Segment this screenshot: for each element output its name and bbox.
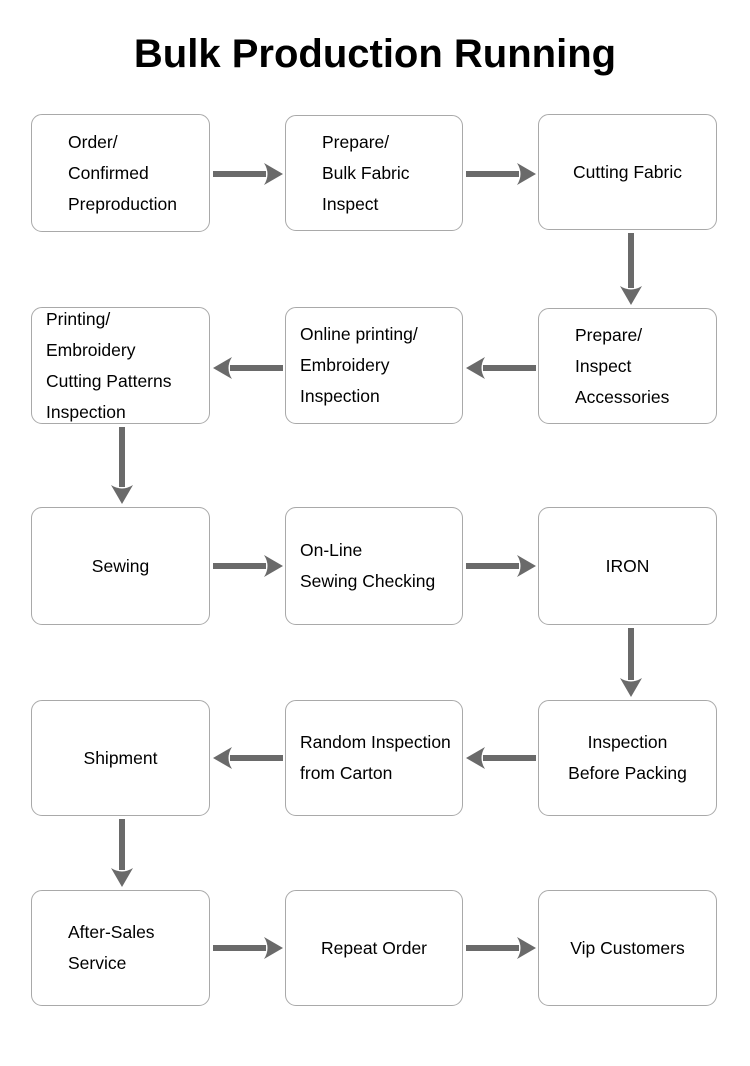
flow-node-label: IRON: [539, 551, 716, 582]
flow-node-label-line: On-Line: [300, 540, 363, 560]
flow-node-label-line: Random Inspection: [300, 732, 451, 752]
flow-node-label-line: IRON: [605, 555, 650, 576]
flow-node-label-line: Prepare/: [322, 131, 390, 152]
flow-arrow-prepare-accessories-to-online-printing: [466, 357, 536, 379]
flow-node-label-line: Accessories: [575, 386, 670, 407]
flow-node-label: Sewing: [32, 551, 209, 582]
flow-node-label-line: Cutting Patterns: [46, 370, 172, 391]
flow-arrow-iron-to-inspection-before-packing: [620, 628, 642, 697]
flow-arrow-sewing-to-on-line-checking: [213, 555, 283, 577]
flow-node-label-line: Embroidery: [300, 355, 390, 375]
flow-node-label: Vip Customers: [539, 933, 716, 964]
flow-arrow-printing-cutting-to-sewing: [111, 427, 133, 504]
flow-arrow-inspection-to-random-inspection: [466, 747, 536, 769]
flow-node-label-line: Sewing Checking: [300, 571, 436, 591]
flow-arrow-online-printing-to-printing-cutting: [213, 357, 283, 379]
page-title: Bulk Production Running: [133, 32, 617, 76]
flow-node-label-line: Prepare/: [575, 324, 643, 345]
flow-arrow-repeat-order-to-vip-customers: [466, 937, 536, 959]
flow-node-label-line: Inspection: [587, 732, 668, 752]
flow-node-shipment[interactable]: Shipment: [31, 700, 210, 816]
flow-arrow-cutting-to-prepare-accessories: [620, 233, 642, 305]
flow-node-label: Random Inspection from Carton: [286, 727, 476, 789]
flow-node-label-line: Online printing/: [300, 324, 418, 344]
flow-node-label-line: Vip Customers: [570, 937, 685, 958]
flow-node-label-line: Repeat Order: [320, 937, 428, 958]
flow-node-label-line: Inspect: [322, 193, 379, 214]
flow-node-label-line: Sewing: [91, 555, 150, 576]
flow-node-label-line: Confirmed: [68, 162, 149, 183]
flow-node-label-line: Printing/: [46, 308, 111, 329]
flow-node-label: Cutting Fabric: [539, 157, 716, 188]
flow-node-label-line: Shipment: [83, 747, 158, 768]
flow-arrow-random-inspection-to-shipment: [213, 747, 283, 769]
flow-node-label-line: Inspection: [300, 386, 380, 406]
flow-node-repeat-order[interactable]: Repeat Order: [285, 890, 463, 1006]
flow-node-label-line: Inspect: [575, 355, 632, 376]
flow-node-label-line: Cutting Fabric: [573, 161, 682, 182]
flow-node-vip-customers[interactable]: Vip Customers: [538, 890, 717, 1006]
flow-node-label: Repeat Order: [286, 933, 462, 964]
flow-node-label-line: Embroidery: [46, 339, 136, 360]
flow-node-label-line: from Carton: [300, 763, 393, 783]
flow-node-label-line: Bulk Fabric: [322, 162, 410, 183]
flow-node-label-line: Inspection: [46, 401, 126, 422]
flow-arrow-shipment-to-after-sales: [111, 819, 133, 887]
flow-node-label-line: Order/: [68, 131, 118, 152]
flow-arrow-on-line-checking-to-iron: [466, 555, 536, 577]
flow-node-sewing[interactable]: Sewing: [31, 507, 210, 625]
flow-node-label-line: Before Packing: [568, 763, 687, 783]
flow-node-label-line: After-Sales: [68, 922, 155, 942]
flow-node-label: Shipment: [32, 743, 209, 774]
flow-node-label-line: Preproduction: [68, 193, 177, 214]
flow-node-cutting-fabric[interactable]: Cutting Fabric: [538, 114, 717, 230]
flow-node-iron[interactable]: IRON: [538, 507, 717, 625]
flow-node-random-inspection-from-carton[interactable]: Random Inspection from Carton: [285, 700, 463, 816]
flow-node-label-line: Service: [68, 953, 127, 973]
